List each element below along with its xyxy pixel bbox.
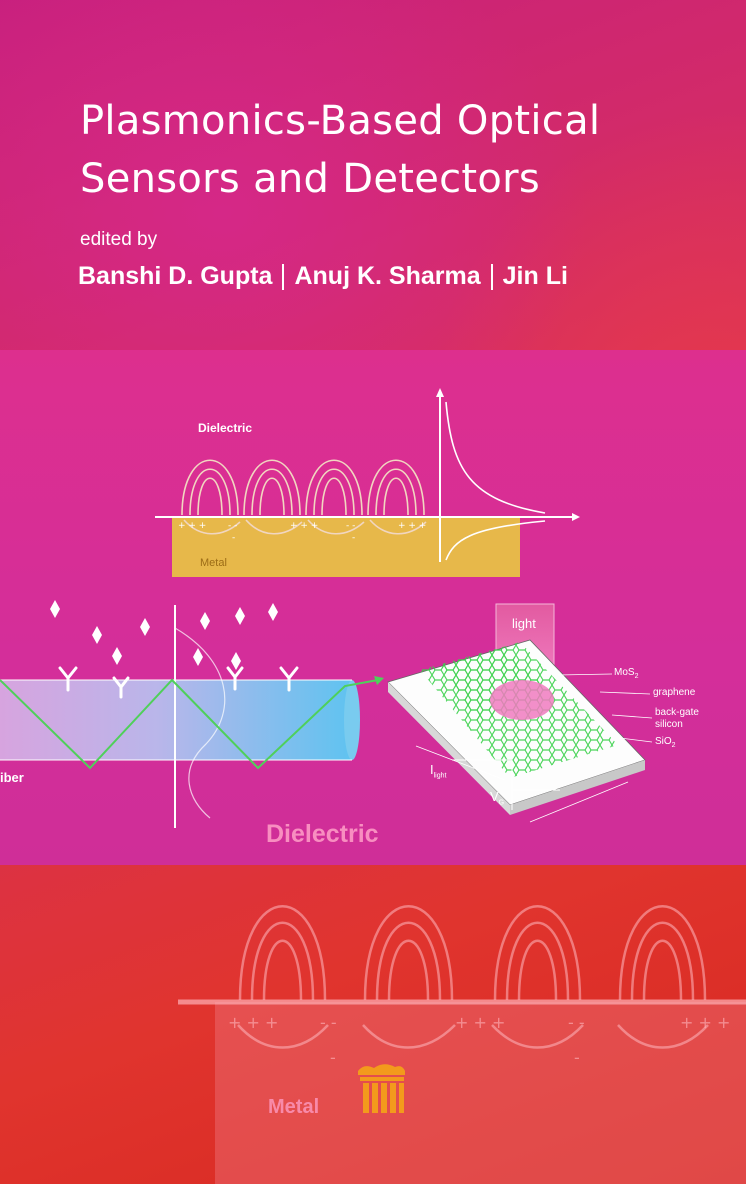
author-list: Banshi D. Gupta Anuj K. Sharma Jin Li xyxy=(78,262,568,291)
layer-label-back-gate: back-gate xyxy=(655,707,699,718)
background-spp-watermark: + + + - - + + + - - + + + - - xyxy=(178,905,746,1184)
field-decay-curve xyxy=(445,520,546,561)
svg-text:-: - xyxy=(352,533,355,543)
y-axis-arrow xyxy=(436,388,444,397)
column-logo-icon xyxy=(358,1064,405,1113)
layer-leader-lines xyxy=(557,673,653,743)
svg-text:-: - xyxy=(574,1048,580,1067)
light-ray xyxy=(0,678,379,770)
analyte-molecules xyxy=(50,600,278,670)
charge-signs: + + + - - + + + - - + + + - - xyxy=(178,521,426,543)
book-title: Plasmonics-Based Optical Sensors and Det… xyxy=(80,92,720,208)
x-axis-arrow xyxy=(572,513,580,521)
field-decay-curve xyxy=(445,401,546,514)
author-separator xyxy=(282,263,285,290)
light-source-label: light xyxy=(512,616,536,631)
photocurrent-symbol: I xyxy=(430,762,434,777)
svg-text:-: - xyxy=(330,1048,336,1067)
svg-text:- -: - - xyxy=(568,1013,585,1032)
author-name: Jin Li xyxy=(502,262,568,290)
figure-artwork: + + + - - + + + - - + + + - - xyxy=(0,388,653,828)
field-loops xyxy=(181,459,427,535)
layer-label-text: SiO xyxy=(655,736,672,747)
gate-voltage-subscript: G xyxy=(498,799,505,807)
spp-metal-label: Metal xyxy=(200,557,227,569)
gate-voltage-symbol: V xyxy=(490,789,499,804)
metal-layer xyxy=(172,517,520,577)
svg-text:+ + +: + + + xyxy=(290,521,318,531)
photodetector-diagram xyxy=(387,603,653,823)
faded-field-loops xyxy=(237,905,709,1049)
antibody-receptors xyxy=(58,666,299,699)
author-name: Banshi D. Gupta xyxy=(78,262,273,290)
photocurrent-label: Ilight xyxy=(430,762,446,780)
gate-voltage-label: VG xyxy=(490,789,504,807)
faded-metal-layer xyxy=(215,1002,746,1184)
svg-text:+ + +: + + + xyxy=(398,521,426,531)
fiber-sensor-diagram xyxy=(0,600,384,828)
edited-by-label: edited by xyxy=(80,229,158,250)
title-line-1: Plasmonics-Based Optical xyxy=(80,98,601,144)
svg-text:- -: - - xyxy=(320,1013,337,1032)
svg-text:+ + +: + + + xyxy=(228,1013,278,1032)
figure-panel xyxy=(0,350,746,865)
svg-text:-: - xyxy=(232,533,235,543)
svg-text:+ + +: + + + xyxy=(178,521,206,531)
layer-label-silicon: silicon xyxy=(655,719,683,730)
layer-label-graphene: graphene xyxy=(653,687,696,698)
svg-text:+ + +: + + + xyxy=(680,1013,730,1032)
ray-arrow xyxy=(374,676,384,685)
author-separator xyxy=(490,263,493,290)
fiber-end xyxy=(344,680,360,760)
spp-diagram: + + + - - + + + - - + + + - - xyxy=(155,388,580,577)
svg-text:- -: - - xyxy=(346,521,355,531)
layer-label-text: MoS xyxy=(614,667,635,678)
svg-text:+ + +: + + + xyxy=(455,1013,505,1032)
title-line-2: Sensors and Detectors xyxy=(80,156,541,202)
photocurrent-subscript: light xyxy=(433,772,447,780)
faded-charge-signs: + + + - - + + + - - + + + - - xyxy=(228,1013,730,1067)
svg-text:- -: - - xyxy=(228,521,237,531)
spp-dielectric-label: Dielectric xyxy=(198,421,253,435)
faded-metal-label: Metal xyxy=(268,1096,320,1118)
circuit-lines xyxy=(452,759,560,810)
fiber-label: iber xyxy=(0,770,24,785)
light-spot xyxy=(490,680,554,720)
layer-label-mos2: MoS2 xyxy=(614,667,639,680)
author-name: Anuj K. Sharma xyxy=(294,262,481,290)
evanescent-profile xyxy=(174,627,226,819)
large-dielectric-label: Dielectric xyxy=(266,820,379,848)
layer-label-sio2: SiO2 xyxy=(655,736,676,749)
